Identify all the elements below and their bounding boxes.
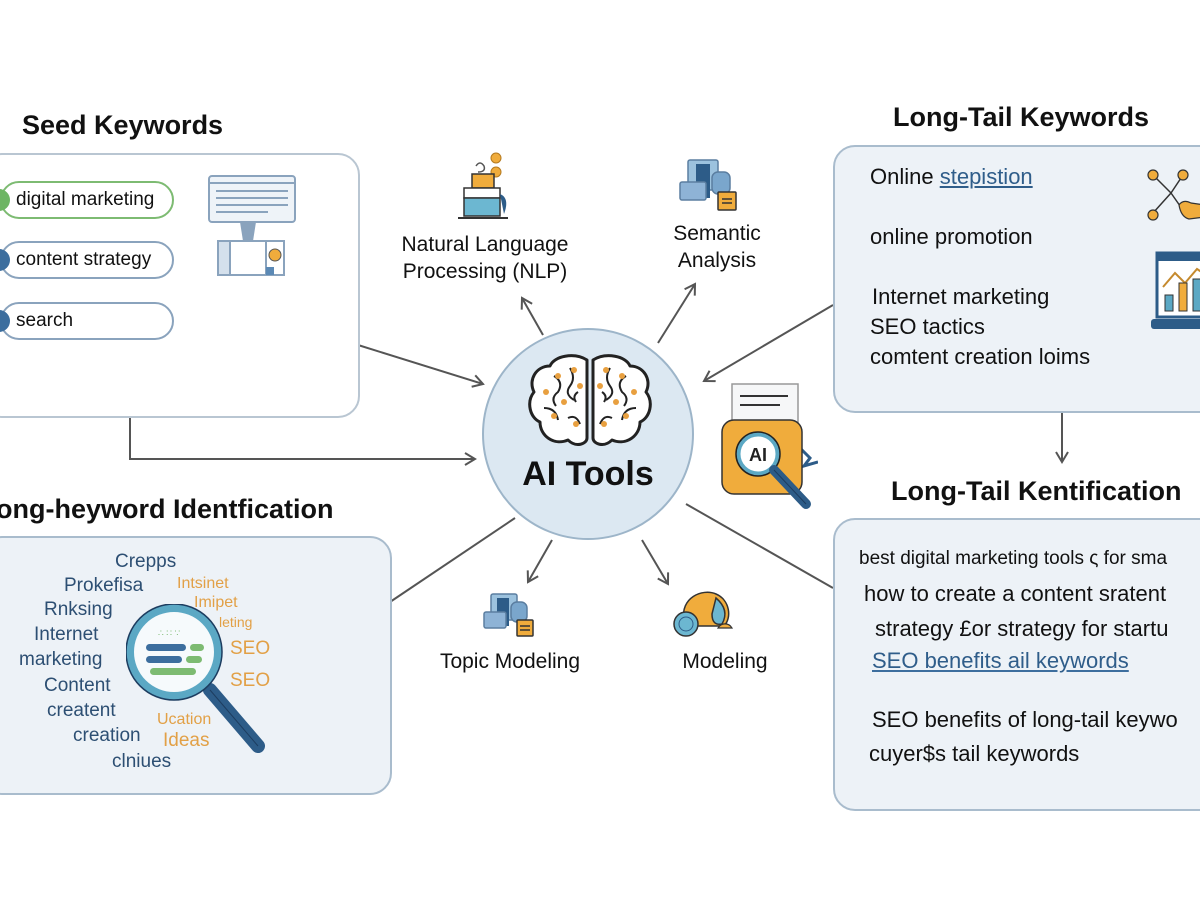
semantic-analysis-icon: [679, 159, 737, 211]
nlp-icon: [458, 152, 508, 219]
tool-semantic-label: Semantic Analysis: [617, 220, 817, 274]
cloud-word: Ucation: [157, 711, 212, 728]
arrow-longtail-to-hub: [702, 304, 834, 383]
cloud-word: Content: [44, 675, 111, 696]
long-tail-phrase[interactable]: cuyer$s tail keywords: [869, 741, 1080, 766]
cloud-word: Intsinet: [177, 575, 229, 592]
pill-label: search: [16, 310, 74, 331]
tool-modeling-label: Modeling: [682, 650, 768, 673]
long-tail-item[interactable]: online promotion: [870, 224, 1033, 249]
pill-label: content strategy: [16, 249, 152, 270]
topic-modeling-icon: [483, 593, 534, 637]
tool-label-line: Analysis: [677, 249, 757, 272]
cloud-word: marketing: [19, 649, 103, 670]
pill-dot-icon: [0, 249, 10, 271]
keyword-identification-heading: ong-heyword Identfication: [0, 494, 334, 524]
arrow-seed-to-hub: [357, 344, 485, 388]
svg-text:∴ ∷ ∵: ∴ ∷ ∵: [158, 628, 180, 638]
arrow-hub-to-semantic: [657, 282, 697, 344]
arrow-hub-to-nlp: [520, 296, 544, 336]
cloud-word: Ideas: [163, 730, 210, 751]
cloud-word: Imipet: [194, 594, 238, 611]
pill-dot-icon: [0, 310, 10, 332]
cloud-word: SEO: [230, 638, 271, 659]
long-tail-phrase[interactable]: strategy £or strategy for startu: [875, 616, 1169, 641]
long-tail-item[interactable]: comtent creation loims: [870, 344, 1091, 369]
tool-nlp-label: Natural Language Processing (NLP): [385, 231, 585, 285]
tool-topic-modeling-label: Topic Modeling: [439, 650, 581, 673]
tool-label-line: Processing (NLP): [402, 260, 568, 283]
cloud-word: Prokefisa: [64, 575, 144, 596]
cloud-word: creation: [73, 725, 141, 746]
long-tail-phrase[interactable]: how to create a content sratent: [864, 581, 1167, 606]
keyword-identification-panel: Crepps Prokefisa Rnksing Internet market…: [0, 536, 392, 795]
arrow-hub-to-modeling: [641, 539, 670, 586]
long-tail-phrase[interactable]: SEO benefits of long-tail keywo: [872, 707, 1178, 732]
cloud-word: creatent: [47, 700, 116, 721]
long-tail-keywords-panel: Online stepistion online promotion Inter…: [833, 145, 1200, 413]
long-tail-item[interactable]: Online stepistion: [870, 164, 1033, 190]
item-prefix: Online: [870, 164, 940, 189]
cloud-word: clniues: [112, 751, 172, 772]
modeling-icon: [673, 591, 734, 637]
pill-dot-icon: [0, 189, 10, 211]
line-hub-to-identification: [389, 517, 516, 603]
seed-keyword-pill[interactable]: digital marketing: [0, 181, 174, 219]
tool-label-line: Semantic: [673, 222, 761, 245]
long-tail-item[interactable]: Internet marketing: [872, 284, 1050, 309]
long-tail-phrase[interactable]: best digital marketing tools ς for sma: [859, 548, 1168, 569]
cloud-word: leting: [219, 614, 253, 630]
pill-label: digital marketing: [16, 189, 155, 210]
long-tail-identification-panel: best digital marketing tools ς for sma h…: [833, 518, 1200, 811]
arrow-seed-bottom-to-hub: [129, 418, 477, 466]
long-tail-identification-heading: Long-Tail Kentification: [891, 476, 1182, 506]
hub-label: AI Tools: [522, 455, 654, 493]
ai-search-document-icon: AI: [721, 383, 818, 509]
network-hand-icon: [1147, 169, 1200, 221]
brain-icon: [528, 354, 652, 446]
seed-keywords-heading: Seed Keywords: [22, 110, 224, 140]
ai-badge-text: AI: [749, 445, 767, 465]
seed-keyword-pill[interactable]: content strategy: [0, 241, 174, 279]
seed-keyword-pill[interactable]: search: [0, 302, 174, 340]
ai-tools-hub[interactable]: AI Tools: [482, 328, 694, 540]
arrow-hub-to-topic: [526, 539, 553, 584]
long-tail-link[interactable]: SEO benefits ail keywords: [872, 648, 1129, 673]
cloud-word: Rnksing: [44, 599, 113, 620]
seed-keywords-panel: digital marketing content strategy searc…: [0, 153, 360, 418]
bar-chart-laptop-icon: [1151, 251, 1200, 329]
magnifying-glass-icon: ∴ ∷ ∵: [126, 604, 265, 753]
item-link[interactable]: stepistion: [939, 164, 1033, 189]
cloud-word: Crepps: [115, 551, 177, 572]
tool-label-line: Natural Language: [401, 233, 569, 256]
cloud-word: SEO: [230, 670, 271, 691]
computer-chat-icon: [208, 175, 296, 276]
long-tail-keywords-heading: Long-Tail Keywords: [893, 102, 1150, 132]
cloud-word: Internet: [34, 624, 99, 645]
long-tail-item[interactable]: SEO tactics: [870, 314, 985, 339]
